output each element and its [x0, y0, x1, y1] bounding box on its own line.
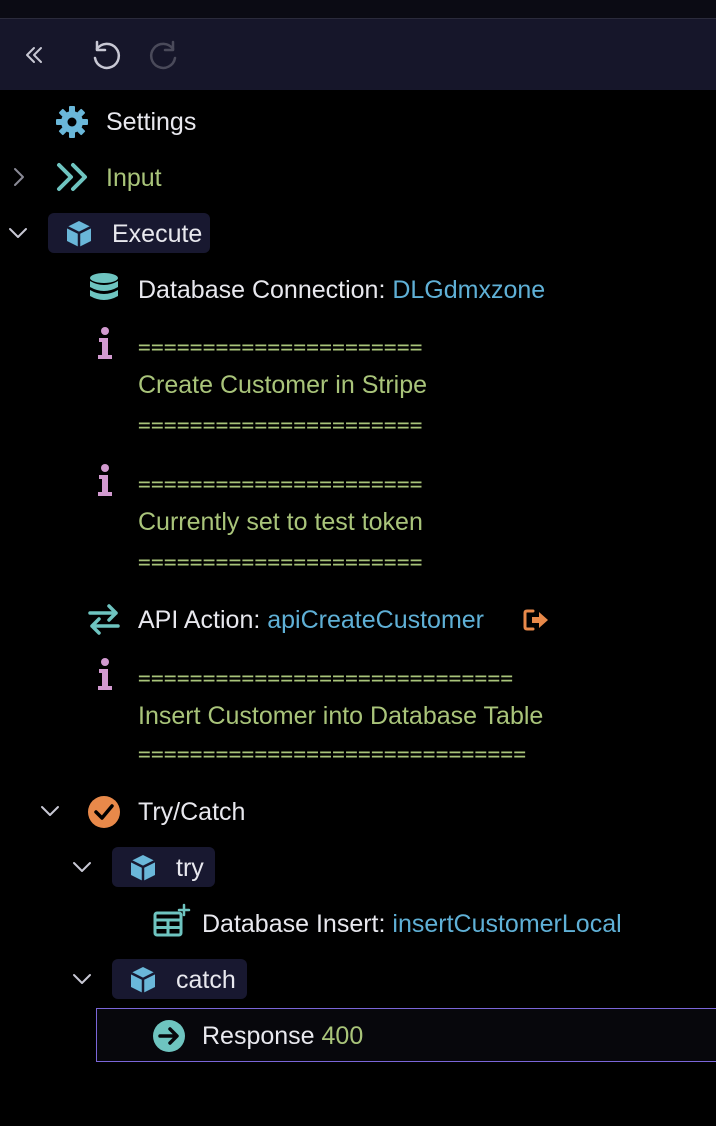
arrows-exchange-icon — [88, 604, 120, 635]
redo-icon — [149, 40, 177, 70]
try-pill — [112, 847, 215, 887]
try-catch-label: Try/Catch — [138, 798, 246, 826]
toolbar — [0, 19, 716, 90]
api-action-value: apiCreateCustomer — [267, 606, 485, 634]
chevron-right-icon[interactable] — [6, 165, 30, 189]
tree-item-comment[interactable]: ============================= Insert Cus… — [0, 657, 716, 775]
tree-item-execute[interactable]: Execute — [0, 205, 716, 261]
info-icon — [98, 327, 112, 359]
arrow-circle-right-icon — [153, 1020, 185, 1052]
tree-item-database-insert[interactable]: Database Insert: insertCustomerLocal — [0, 895, 716, 951]
database-connection-value: DLGdmxzone — [392, 276, 546, 304]
tree-item-api-action[interactable]: API Action: apiCreateCustomer — [0, 591, 716, 647]
catch-label: catch — [176, 966, 236, 994]
comment-text: Insert Customer into Database Table — [138, 702, 544, 730]
table-add-icon — [153, 903, 191, 937]
comment-text: Create Customer in Stripe — [138, 371, 428, 399]
tree-item-settings[interactable]: Settings — [0, 93, 716, 149]
response-status-value: 400 — [321, 1022, 364, 1050]
tree-item-database-connection[interactable]: Database Connection: DLGdmxzone — [0, 261, 716, 317]
input-label: Input — [106, 164, 162, 192]
info-icon — [98, 464, 112, 496]
chevron-down-icon[interactable] — [70, 967, 94, 991]
database-insert-value: insertCustomerLocal — [392, 910, 622, 938]
action-tree: Settings Input Execute Database Connecti — [0, 90, 716, 1126]
database-insert-label: Database Insert: insertCustomerLocal — [202, 910, 622, 938]
check-circle-icon — [88, 796, 120, 828]
cube-icon — [130, 855, 156, 881]
tree-item-catch[interactable]: catch — [0, 951, 716, 1007]
chevron-down-icon[interactable] — [70, 855, 94, 879]
database-icon — [90, 273, 118, 300]
try-label: try — [176, 854, 204, 882]
tree-item-input[interactable]: Input — [0, 149, 716, 205]
cube-icon — [66, 221, 92, 247]
double-chevron-right-icon — [57, 163, 87, 191]
comment-divider: ====================== — [138, 472, 423, 496]
info-icon — [98, 658, 112, 690]
gear-icon — [56, 106, 88, 138]
comment-divider: ============================== — [138, 742, 527, 766]
comment-divider: ====================== — [138, 413, 423, 437]
comment-divider: ====================== — [138, 550, 423, 574]
response-label: Response 400 — [202, 1022, 364, 1050]
external-link-icon[interactable] — [522, 608, 550, 632]
tree-item-comment[interactable]: ====================== Create Customer i… — [0, 326, 716, 444]
tree-item-comment[interactable]: ====================== Currently set to … — [0, 463, 716, 581]
redo-button[interactable] — [144, 35, 184, 75]
comment-divider: ====================== — [138, 335, 423, 359]
window-top-strip — [0, 0, 716, 19]
api-action-label: API Action: apiCreateCustomer — [138, 606, 485, 634]
collapse-button[interactable] — [14, 35, 54, 75]
chevron-down-icon[interactable] — [38, 799, 62, 823]
execute-label: Execute — [112, 220, 203, 248]
undo-icon — [93, 40, 121, 70]
double-chevron-left-icon — [26, 47, 42, 63]
chevron-down-icon[interactable] — [6, 221, 30, 245]
cube-icon — [130, 967, 156, 993]
comment-divider: ============================= — [138, 666, 514, 690]
tree-item-response[interactable]: Response 400 — [96, 1008, 716, 1062]
undo-button[interactable] — [86, 35, 126, 75]
settings-label: Settings — [106, 108, 197, 136]
tree-item-try[interactable]: try — [0, 839, 716, 895]
comment-text: Currently set to test token — [138, 508, 423, 536]
tree-item-try-catch[interactable]: Try/Catch — [0, 783, 716, 839]
database-connection-label: Database Connection: DLGdmxzone — [138, 276, 546, 304]
